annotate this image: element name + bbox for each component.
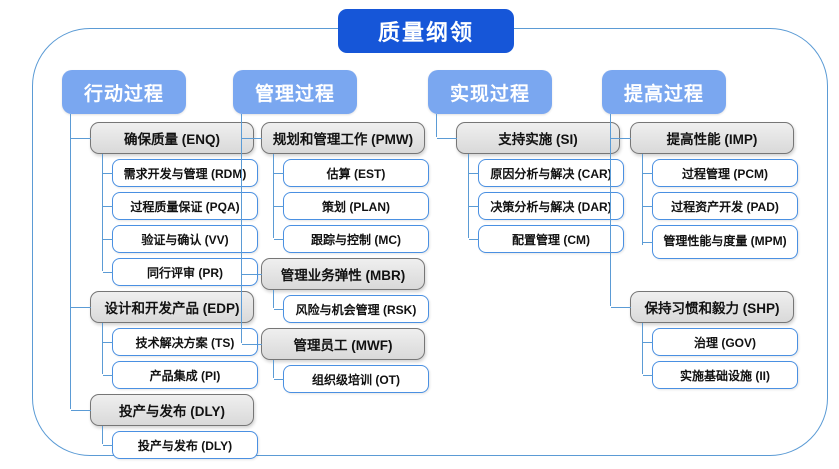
item-list: 需求开发与管理 (RDM) 过程质量保证 (PQA) 验证与确认 (VV) 同行…: [102, 154, 258, 286]
group-box: 规划和管理工作 (PMW): [242, 122, 425, 154]
item-branch: 组织级培训 (OT): [273, 360, 429, 393]
group-box: 管理员工 (MWF): [242, 328, 425, 360]
item-box: 估算 (EST): [274, 159, 429, 187]
item-box: 技术解决方案 (TS): [103, 328, 258, 356]
item-list: 投产与发布 (DLY): [102, 426, 258, 459]
item-box: 投产与发布 (DLY): [103, 431, 258, 459]
process-column-improvement: 提高过程 提高性能 (IMP) 过程管理 (PCM) 过程资产开发 (PAD) …: [602, 70, 798, 389]
item-box: 风险与机会管理 (RSK): [274, 295, 429, 323]
item-box: 验证与确认 (VV): [103, 225, 258, 253]
item-branch: 估算 (EST): [273, 154, 429, 187]
item-box: 需求开发与管理 (RDM): [103, 159, 258, 187]
item-list: 技术解决方案 (TS) 产品集成 (PI): [102, 323, 258, 389]
item-list: 组织级培训 (OT): [273, 360, 429, 393]
group-box: 支持实施 (SI): [437, 122, 620, 154]
item-box: 组织级培训 (OT): [274, 365, 429, 393]
item-branch: 决策分析与解决 (DAR): [468, 187, 624, 220]
group-branch: 提高性能 (IMP) 过程管理 (PCM) 过程资产开发 (PAD) 管理性能与…: [610, 114, 798, 259]
item-box: 过程质量保证 (PQA): [103, 192, 258, 220]
item-branch: 原因分析与解决 (CAR): [468, 154, 624, 187]
group-box: 提高性能 (IMP): [611, 122, 794, 154]
item-branch: 投产与发布 (DLY): [102, 426, 258, 459]
group-box: 保持习惯和毅力 (SHP): [611, 291, 794, 323]
item-branch: 风险与机会管理 (RSK): [273, 290, 429, 323]
item-box: 产品集成 (PI): [103, 361, 258, 389]
process-column-implementation: 实现过程 支持实施 (SI) 原因分析与解决 (CAR) 决策分析与解决 (DA…: [428, 70, 624, 253]
group-branch: 确保质量 (ENQ) 需求开发与管理 (RDM) 过程质量保证 (PQA) 验证…: [70, 114, 258, 286]
item-branch: 产品集成 (PI): [102, 356, 258, 389]
process-header: 提高过程: [602, 70, 726, 114]
group-branch: 管理员工 (MWF) 组织级培训 (OT): [241, 323, 429, 393]
item-branch: 同行评审 (PR): [102, 253, 258, 286]
group-branch: 投产与发布 (DLY) 投产与发布 (DLY): [70, 389, 258, 459]
process-column-management: 管理过程 规划和管理工作 (PMW) 估算 (EST) 策划 (PLAN) 跟踪…: [233, 70, 429, 393]
group-branch: 支持实施 (SI) 原因分析与解决 (CAR) 决策分析与解决 (DAR) 配置…: [436, 114, 624, 253]
item-box: 实施基础设施 (II): [643, 361, 798, 389]
group-branch: 管理业务弹性 (MBR) 风险与机会管理 (RSK): [241, 253, 429, 323]
item-box: 管理性能与度量 (MPM): [643, 225, 798, 259]
item-branch: 实施基础设施 (II): [642, 356, 798, 389]
group-box: 设计和开发产品 (EDP): [71, 291, 254, 323]
process-header: 实现过程: [428, 70, 552, 114]
item-list: 原因分析与解决 (CAR) 决策分析与解决 (DAR) 配置管理 (CM): [468, 154, 624, 253]
item-box: 跟踪与控制 (MC): [274, 225, 429, 253]
item-box: 配置管理 (CM): [469, 225, 624, 253]
item-branch: 过程质量保证 (PQA): [102, 187, 258, 220]
process-column-action: 行动过程 确保质量 (ENQ) 需求开发与管理 (RDM) 过程质量保证 (PQ…: [62, 70, 258, 459]
item-list: 风险与机会管理 (RSK): [273, 290, 429, 323]
item-branch: 技术解决方案 (TS): [102, 323, 258, 356]
item-list: 治理 (GOV) 实施基础设施 (II): [642, 323, 798, 389]
group-list: 规划和管理工作 (PMW) 估算 (EST) 策划 (PLAN) 跟踪与控制 (…: [241, 114, 429, 393]
item-box: 治理 (GOV): [643, 328, 798, 356]
item-list: 过程管理 (PCM) 过程资产开发 (PAD) 管理性能与度量 (MPM): [642, 154, 798, 259]
item-box: 过程管理 (PCM): [643, 159, 798, 187]
item-branch: 配置管理 (CM): [468, 220, 624, 253]
diagram-title: 质量纲领: [338, 9, 514, 53]
group-branch: 保持习惯和毅力 (SHP) 治理 (GOV) 实施基础设施 (II): [610, 259, 798, 389]
group-branch: 设计和开发产品 (EDP) 技术解决方案 (TS) 产品集成 (PI): [70, 286, 258, 389]
item-branch: 需求开发与管理 (RDM): [102, 154, 258, 187]
item-box: 决策分析与解决 (DAR): [469, 192, 624, 220]
item-box: 过程资产开发 (PAD): [643, 192, 798, 220]
item-box: 策划 (PLAN): [274, 192, 429, 220]
process-header: 行动过程: [62, 70, 186, 114]
item-box: 同行评审 (PR): [103, 258, 258, 286]
item-list: 估算 (EST) 策划 (PLAN) 跟踪与控制 (MC): [273, 154, 429, 253]
group-list: 支持实施 (SI) 原因分析与解决 (CAR) 决策分析与解决 (DAR) 配置…: [436, 114, 624, 253]
item-branch: 策划 (PLAN): [273, 187, 429, 220]
group-branch: 规划和管理工作 (PMW) 估算 (EST) 策划 (PLAN) 跟踪与控制 (…: [241, 114, 429, 253]
item-branch: 治理 (GOV): [642, 323, 798, 356]
item-branch: 跟踪与控制 (MC): [273, 220, 429, 253]
group-list: 提高性能 (IMP) 过程管理 (PCM) 过程资产开发 (PAD) 管理性能与…: [610, 114, 798, 389]
item-branch: 过程资产开发 (PAD): [642, 187, 798, 220]
item-branch: 管理性能与度量 (MPM): [642, 220, 798, 259]
group-box: 投产与发布 (DLY): [71, 394, 254, 426]
group-list: 确保质量 (ENQ) 需求开发与管理 (RDM) 过程质量保证 (PQA) 验证…: [70, 114, 258, 459]
process-header: 管理过程: [233, 70, 357, 114]
item-box: 原因分析与解决 (CAR): [469, 159, 624, 187]
item-branch: 过程管理 (PCM): [642, 154, 798, 187]
item-branch: 验证与确认 (VV): [102, 220, 258, 253]
group-box: 确保质量 (ENQ): [71, 122, 254, 154]
group-box: 管理业务弹性 (MBR): [242, 258, 425, 290]
